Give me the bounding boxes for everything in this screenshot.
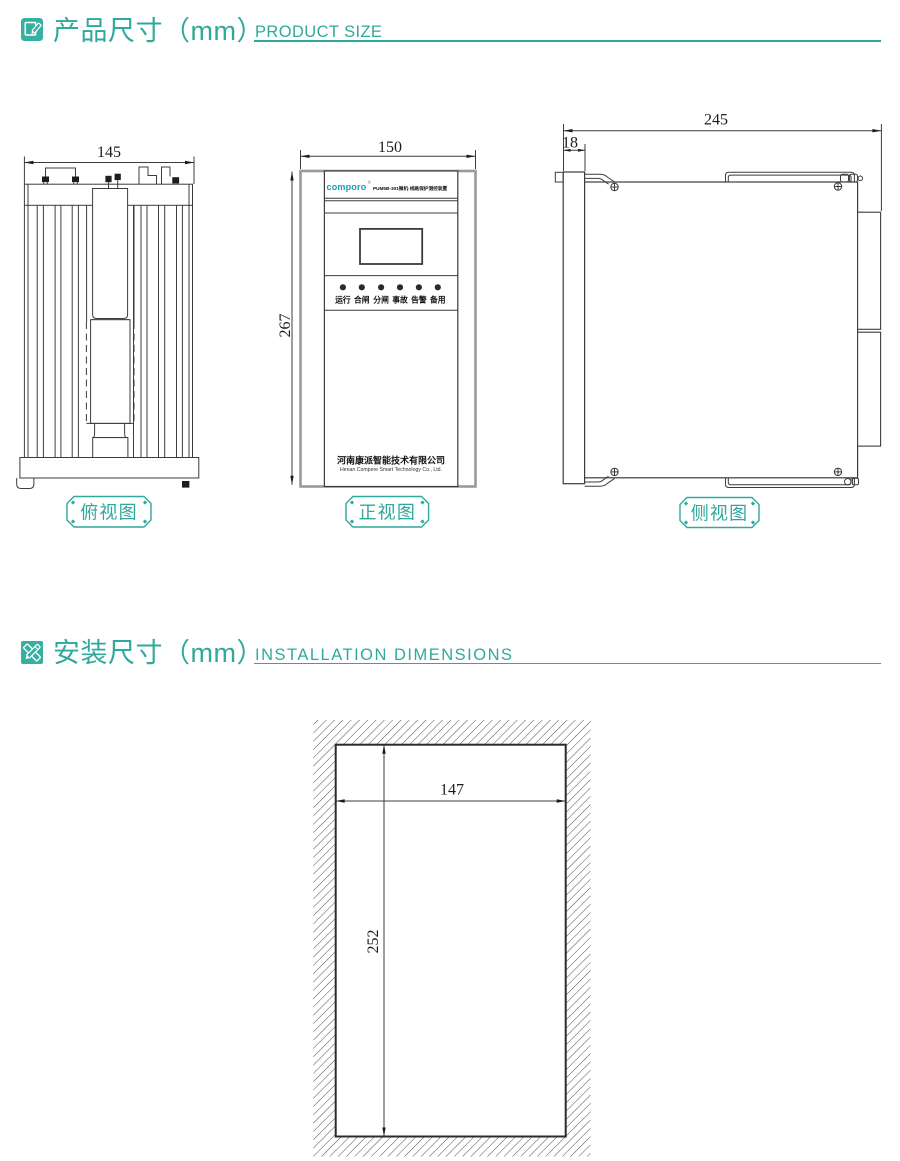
product-size-title: 产品尺寸（mm） [53, 15, 264, 46]
installation-title: 安装尺寸（mm） [53, 638, 264, 668]
front-view-dim-height: 267 [277, 171, 294, 485]
led-label-1: 合闸 [353, 295, 370, 305]
side-view-bottom-handle [725, 467, 859, 488]
installation-width-value: 147 [440, 782, 464, 799]
top-view-drawing: 145 [16, 144, 200, 528]
side-view-panel-value: 18 [562, 135, 578, 152]
installation-height-value: 252 [365, 930, 382, 954]
top-view-central-column [85, 188, 135, 459]
side-view-drawing: 245 18 [554, 112, 882, 529]
front-view-dim-width: 150 [300, 139, 476, 169]
front-view-label: 正视图 [358, 503, 416, 523]
brand-logo-reg: ® [368, 180, 372, 185]
side-view-top-handle [725, 171, 864, 191]
top-view-width-value: 145 [97, 144, 121, 161]
side-view-panel-strip [554, 171, 586, 485]
installation-dim-height: 252 [365, 744, 386, 1137]
ruler-pencil-icon [21, 640, 43, 664]
front-view-drawing: 150 267 comporo ® PUM5 [277, 139, 477, 528]
led-label-3: 事故 [392, 295, 408, 305]
led-label-2: 分闸 [373, 295, 389, 305]
installation-dim-width: 147 [335, 782, 566, 803]
side-view-terminal-blocks [857, 211, 882, 447]
product-size-header: 产品尺寸（mm） PRODUCT SIZE [0, 16, 900, 70]
front-view-height-value: 267 [277, 314, 294, 338]
front-view-panel: comporo ® PUM5B-301微机·线路保护测控装置 运行 合闸 分闸 … [323, 170, 459, 488]
side-view-label-box: 侧视图 [679, 496, 760, 529]
top-view-dim-width: 145 [23, 144, 195, 184]
top-view-label-box: 俯视图 [66, 495, 152, 528]
front-view-label-box: 正视图 [345, 495, 430, 528]
product-size-underline [254, 40, 881, 42]
front-view-width-value: 150 [378, 139, 402, 156]
product-size-subtitle: PRODUCT SIZE [255, 23, 383, 41]
led-label-4: 告警 [411, 295, 427, 305]
side-view-label: 侧视图 [691, 504, 749, 524]
led-indicators: 运行 合闸 分闸 事故 告警 备用 [335, 284, 446, 305]
brand-logo: comporo [327, 182, 367, 192]
top-view-fixtures [42, 166, 180, 189]
side-view-dim-depth: 245 [563, 112, 882, 211]
installation-underline [254, 662, 881, 665]
side-view-top-left-clip [584, 173, 619, 192]
side-view-body [583, 181, 859, 479]
top-view-bottom-bar [16, 457, 200, 489]
model-text: PUM5B-301微机·线路保护测控装置 [373, 185, 448, 192]
cutout-rect [334, 743, 567, 1138]
document-pencil-icon [21, 18, 43, 41]
side-view-dim-panel: 18 [562, 135, 586, 171]
installation-drawing: 147 252 [313, 720, 591, 1157]
side-view-bottom-left-clip [584, 467, 619, 487]
led-label-0: 运行 [335, 295, 351, 305]
installation-subtitle: INSTALLATION DIMENSIONS [255, 645, 514, 664]
lcd-screen [359, 227, 424, 265]
installation-header: 安装尺寸（mm） INSTALLATION DIMENSIONS [0, 638, 900, 693]
top-view-label: 俯视图 [80, 503, 138, 523]
led-label-5: 备用 [429, 295, 446, 305]
company-name-cn: 河南康派智能技术有限公司 [337, 455, 445, 466]
top-view-fins [23, 184, 193, 458]
company-name-en: Henan Compere Smart Technology Co., Ltd. [340, 467, 442, 473]
side-view-depth-value: 245 [704, 112, 728, 129]
